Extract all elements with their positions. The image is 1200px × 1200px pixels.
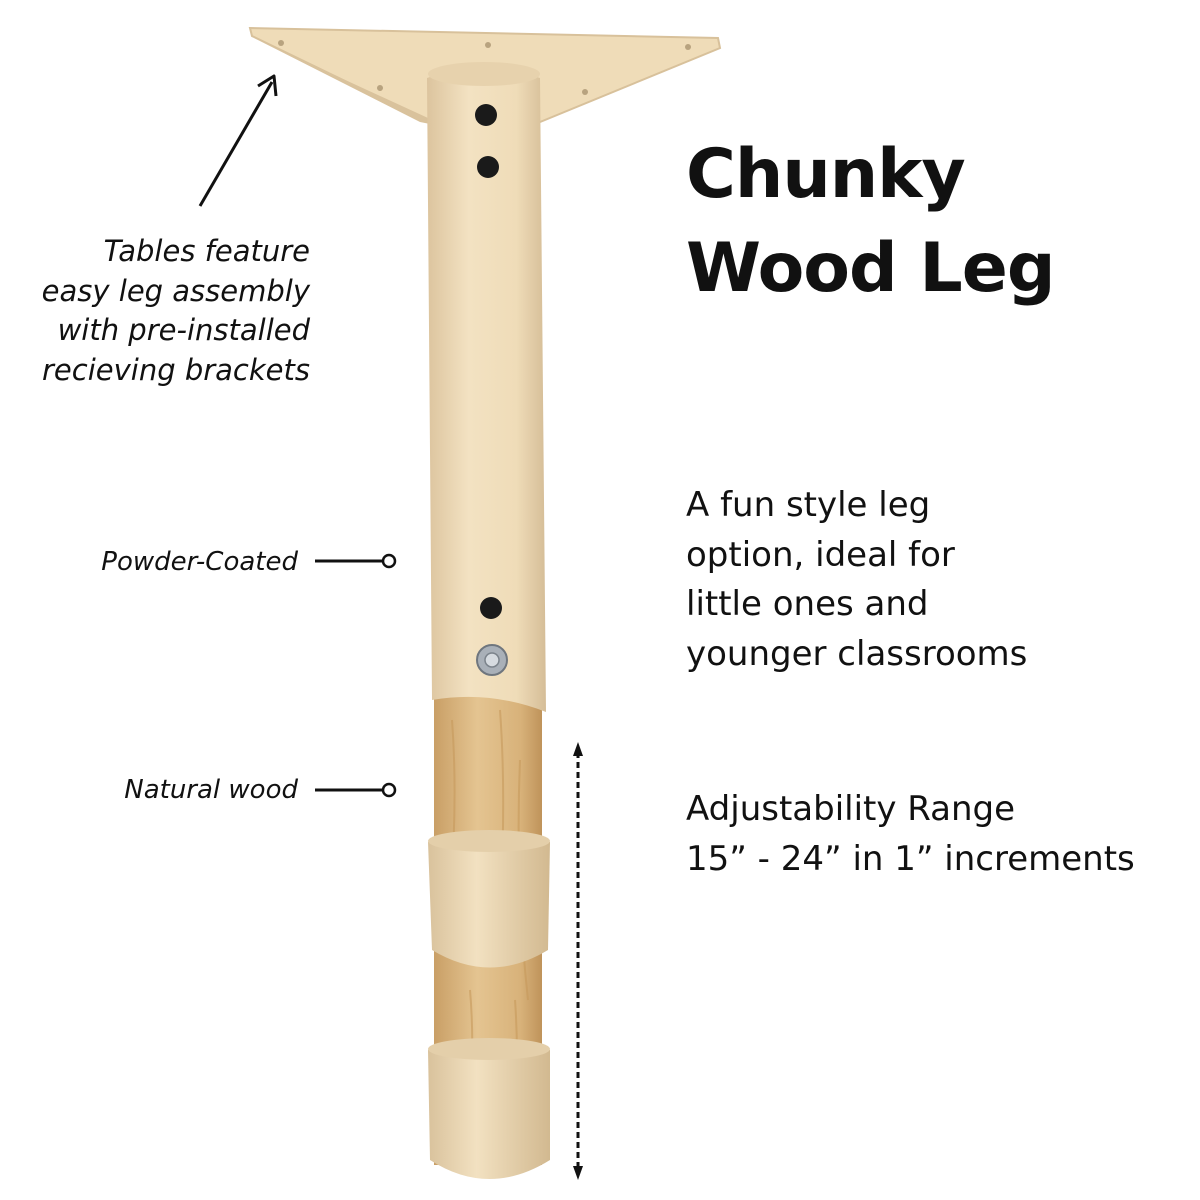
- powder-coated-label: Powder-Coated: [101, 547, 298, 577]
- assembly-callout: Tables feature easy leg assembly with pr…: [0, 232, 310, 390]
- callout-line: Tables feature: [103, 234, 310, 268]
- bracket-pointer-arrow: [198, 74, 278, 207]
- adjustment-hole: [477, 156, 499, 178]
- middle-cap: [428, 830, 550, 968]
- adjustability-range: 15” - 24” in 1” increments: [686, 839, 1135, 879]
- screw-hole: [278, 40, 284, 46]
- screw-hole: [582, 89, 588, 95]
- callout-line: with pre-installed: [57, 313, 310, 347]
- adjustment-hole: [475, 104, 497, 126]
- natural-wood-leader: [315, 782, 397, 798]
- description-line: little ones and: [686, 584, 929, 624]
- callout-line: recieving brackets: [42, 352, 310, 387]
- description-line: A fun style leg: [686, 485, 931, 525]
- description-line: option, ideal for: [686, 534, 955, 575]
- powder-coated-leader: [315, 553, 397, 569]
- foot-cap: [428, 1038, 550, 1179]
- screw-hole: [485, 42, 491, 48]
- screw-hole: [685, 44, 691, 50]
- product-description: A fun style leg option, ideal for little…: [686, 481, 1027, 679]
- adjustability-heading: Adjustability Range: [686, 789, 1016, 829]
- title-line: Chunky: [686, 135, 966, 214]
- title-line: Wood Leg: [686, 229, 1055, 308]
- metal-sleeve: [427, 62, 546, 712]
- natural-wood-label: Natural wood: [124, 775, 298, 805]
- adjustability-range-arrow: [573, 742, 583, 1180]
- screw-hole: [377, 85, 383, 91]
- callout-line: easy leg assembly: [41, 273, 310, 308]
- locking-bolt: [476, 644, 508, 676]
- adjustability-info: Adjustability Range 15” - 24” in 1” incr…: [686, 784, 1135, 884]
- description-line: younger classrooms: [686, 633, 1028, 674]
- adjustment-hole: [480, 597, 502, 619]
- page-title: Chunky Wood Leg: [686, 128, 1055, 316]
